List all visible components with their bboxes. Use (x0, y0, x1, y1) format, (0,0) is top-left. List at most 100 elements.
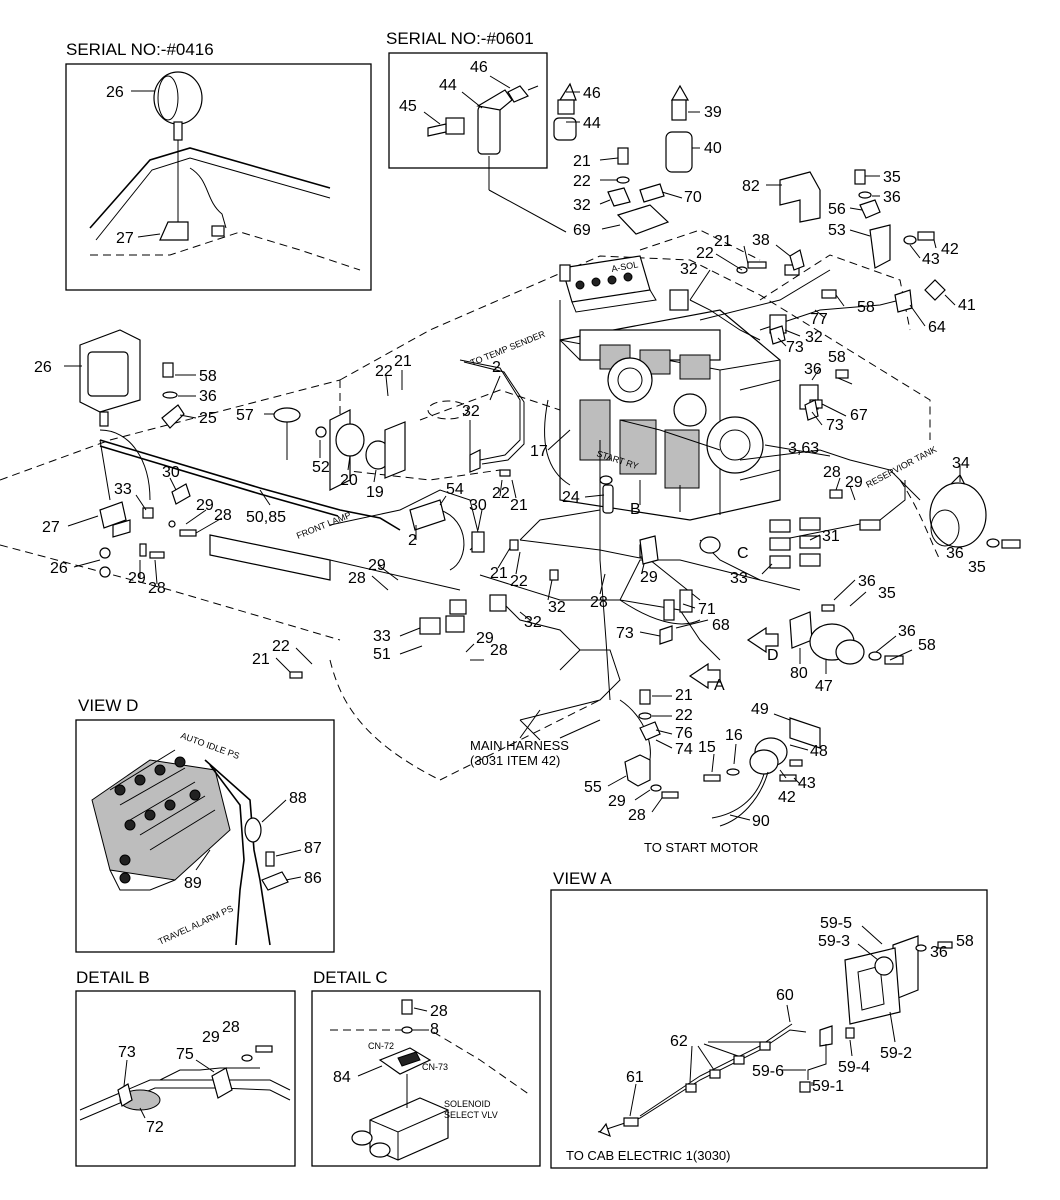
engine-icon (543, 309, 781, 521)
note-front-lamp: FRONT LAMP (295, 510, 352, 541)
callout: 59-3 (818, 933, 850, 950)
callout: 26 (34, 359, 52, 376)
cab-edge (89, 147, 331, 229)
fitting-icon (894, 289, 913, 313)
callout: 25 (199, 410, 217, 427)
reservoir-tank-icon (929, 473, 1021, 549)
solenoid-valve-block-icon: A-SOL (561, 255, 657, 313)
callout: 28 (148, 580, 166, 597)
callout: 21 (394, 353, 412, 370)
callout: 32 (548, 599, 566, 616)
sensor-icon (924, 279, 946, 301)
callout: 21 (252, 651, 270, 668)
view-letter-a: A (714, 677, 725, 694)
callout: 28 (214, 507, 232, 524)
label-solenoid: SOLENOID (444, 1099, 491, 1109)
callout: 56 (828, 201, 846, 218)
callout: 2 (492, 359, 501, 376)
heading-serial-0416: SERIAL NO:-#0416 (66, 40, 214, 59)
callout: 58 (199, 368, 217, 385)
relay-bracket-icon (703, 717, 821, 827)
callout: 68 (712, 617, 730, 634)
coolant-sensor-bracket-icon (844, 935, 953, 1025)
callout: 8 (430, 1021, 439, 1038)
callout: 80 (790, 665, 808, 682)
callout: 42 (941, 241, 959, 258)
callout: 48 (810, 743, 828, 760)
callout: 36 (199, 388, 217, 405)
arrow-d-icon (746, 626, 779, 654)
callout: 32 (573, 197, 591, 214)
callout: 29 (128, 570, 146, 587)
arrow-icon (599, 1122, 611, 1138)
callout: 46 (470, 59, 488, 76)
view-letter-d: D (767, 647, 779, 664)
callout: 39 (704, 104, 722, 121)
note-reservior-tank: RESERVIOR TANK (864, 444, 938, 490)
callout: 43 (922, 251, 940, 268)
callout: 69 (573, 222, 591, 239)
grommet-icon (273, 407, 301, 423)
callout: 43 (798, 775, 816, 792)
label-cn-72: CN-72 (368, 1041, 394, 1051)
callout: 26 (50, 560, 68, 577)
callout: 29 (640, 569, 658, 586)
callout: 73 (616, 625, 634, 642)
callout: 29 (196, 497, 214, 514)
callout: 76 (675, 725, 693, 742)
callout: 67 (850, 407, 868, 424)
callout: 73 (786, 339, 804, 356)
switch-icon (244, 817, 262, 843)
relay-icon (679, 589, 693, 613)
inset-serial-0601: SERIAL NO:-#0601 46 44 45 (386, 29, 567, 233)
callout: 28 (628, 807, 646, 824)
callout: 73 (118, 1044, 136, 1061)
callout: 71 (698, 601, 716, 618)
callout: 53 (828, 222, 846, 239)
callout: 36 (930, 944, 948, 961)
view-arrows: B C A D (630, 501, 779, 694)
callout: 30 (162, 464, 180, 481)
callout: 17 (530, 443, 548, 460)
callout: 88 (289, 790, 307, 807)
callout: 29 (202, 1029, 220, 1046)
callout: 55 (584, 779, 602, 796)
detail-c: DETAIL C 28 8 84 CN-72 CN-73 SOLENOID SE… (311, 968, 541, 1167)
heading-serial-0601: SERIAL NO:-#0601 (386, 29, 534, 48)
callout: 33 (373, 628, 391, 645)
callout: 22 (375, 363, 393, 380)
callout: 89 (184, 875, 202, 892)
callout: 34 (952, 455, 970, 472)
callout: 19 (366, 484, 384, 501)
callout: 3,63 (788, 440, 819, 457)
bracket-55-icon (624, 689, 679, 799)
inset-frame (65, 63, 372, 291)
callout: 75 (176, 1046, 194, 1063)
callout: 82 (742, 178, 760, 195)
callout: 22 (492, 485, 510, 502)
clip-icon (211, 1067, 233, 1099)
note-to-start-motor: TO START MOTOR (644, 840, 758, 855)
lamp-bracket-icon (159, 221, 189, 241)
washer-icon (162, 391, 178, 399)
arrow-a-icon (688, 662, 721, 690)
callout: 60 (776, 987, 794, 1004)
callout: 28 (348, 570, 366, 587)
callout: 28 (823, 464, 841, 481)
callout: 27 (42, 519, 60, 536)
callout: 28 (430, 1003, 448, 1020)
control-valve-icon (91, 749, 231, 891)
callout: 26 (106, 84, 124, 101)
callout: 59-1 (812, 1078, 844, 1095)
callout: 84 (333, 1069, 351, 1086)
callout: 61 (626, 1069, 644, 1086)
battery-box (419, 389, 561, 470)
callout: 36 (946, 545, 964, 562)
callout: 28 (590, 594, 608, 611)
callout: 58 (918, 637, 936, 654)
callout: 33 (730, 570, 748, 587)
leader-lines (64, 91, 961, 821)
callout: 58 (828, 349, 846, 366)
callout: 2 (408, 532, 417, 549)
